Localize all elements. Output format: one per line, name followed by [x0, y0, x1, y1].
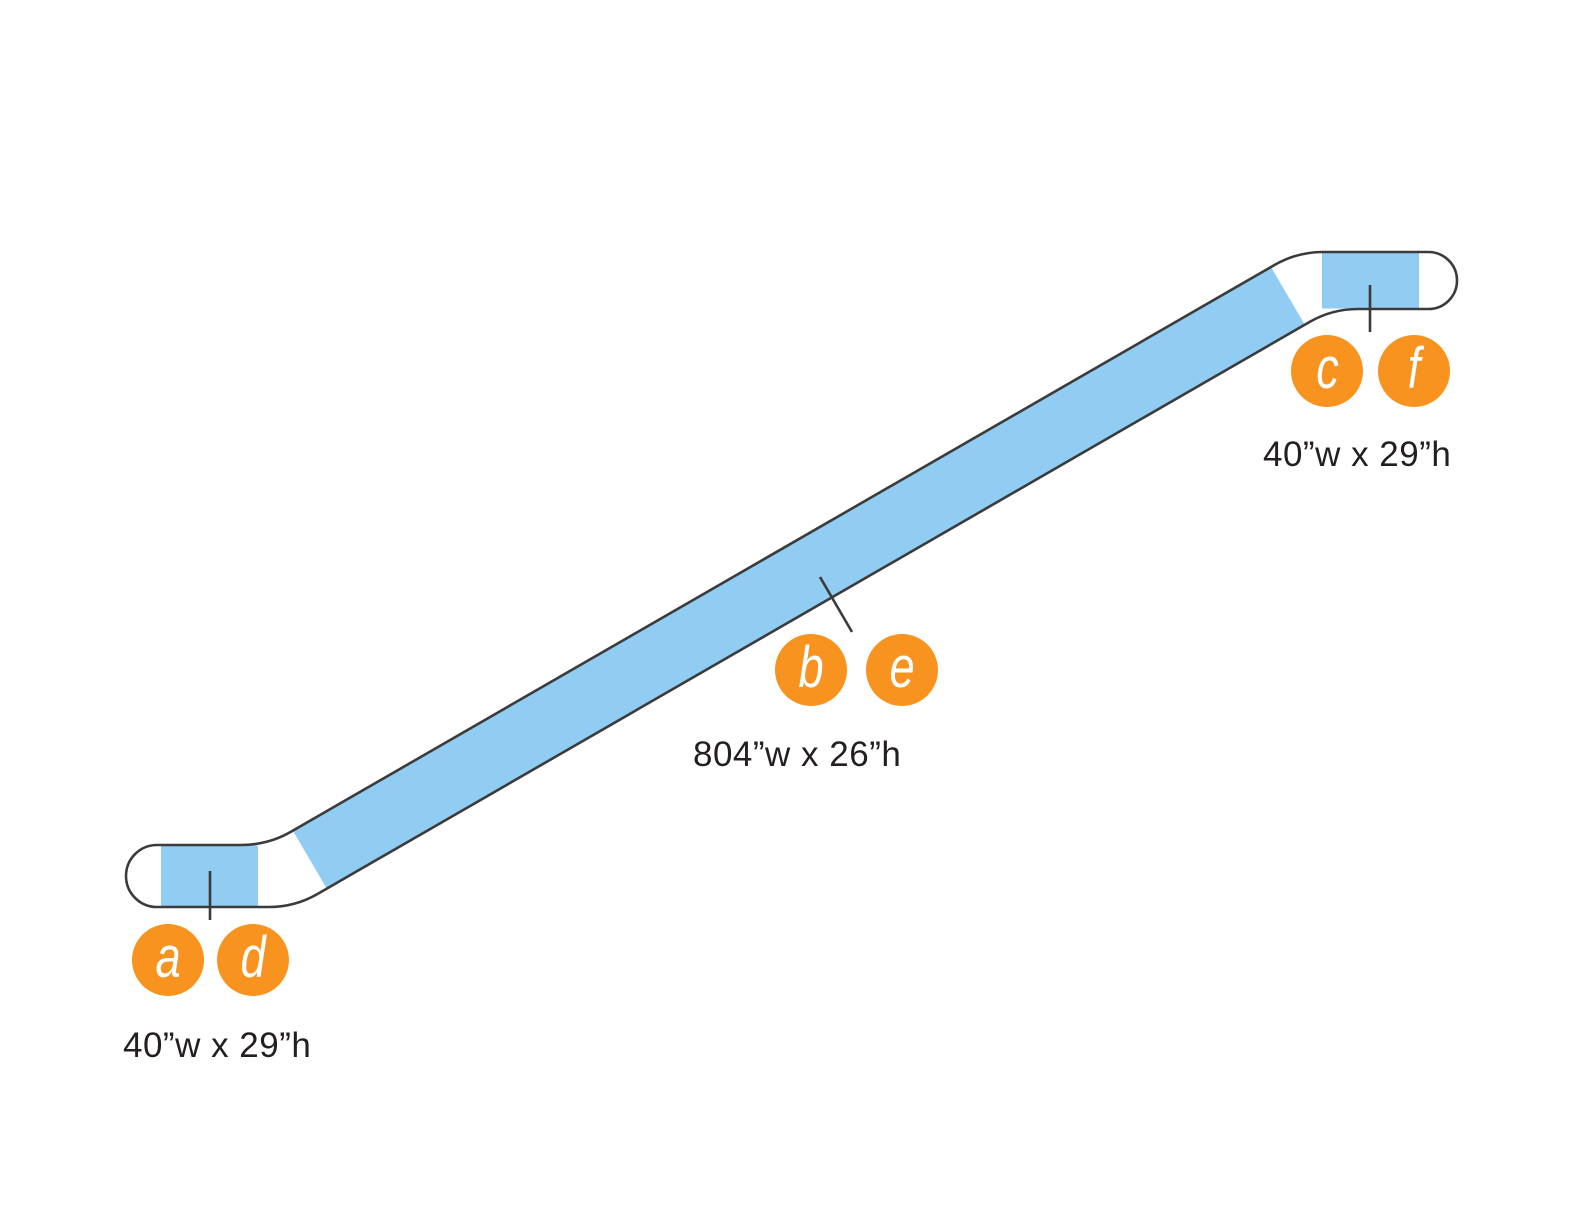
marker-c: c: [1291, 335, 1363, 407]
marker-e: e: [866, 634, 938, 706]
handrail-outline: [124, 250, 1459, 909]
marker-f-letter: f: [1407, 335, 1421, 401]
marker-f: f: [1378, 335, 1450, 407]
marker-d: d: [217, 924, 289, 996]
marker-d-letter: d: [240, 924, 266, 990]
incline-dimension-label: 804”w x 26”h: [693, 735, 902, 774]
lower-landing-dimension-label: 40”w x 29”h: [123, 1026, 312, 1065]
upper-landing-dimension-label: 40”w x 29”h: [1263, 435, 1452, 474]
incline-band-fill: [293, 267, 1305, 889]
marker-a-letter: a: [155, 924, 181, 990]
marker-e-letter: e: [889, 634, 915, 700]
marker-b-letter: b: [798, 634, 824, 700]
marker-a: a: [132, 924, 204, 996]
marker-b: b: [775, 634, 847, 706]
marker-c-letter: c: [1315, 335, 1339, 401]
incline-leader-line: [818, 576, 854, 633]
